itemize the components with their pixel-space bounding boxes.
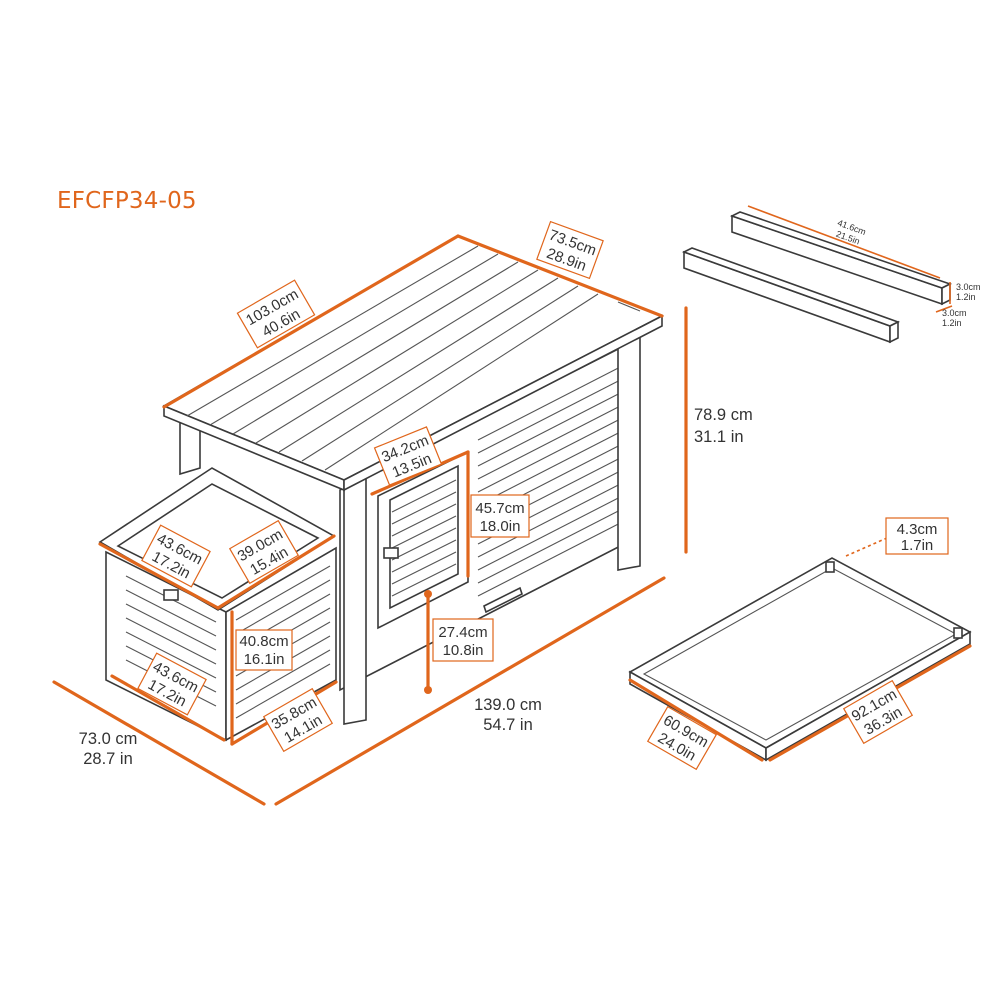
label-tray-depth: 4.3cm 1.7in bbox=[885, 517, 949, 555]
dimension-lines bbox=[52, 234, 688, 806]
label-box-side-width: 35.8cm 14.1in bbox=[262, 687, 334, 753]
svg-text:1.2in: 1.2in bbox=[956, 292, 976, 302]
label-box-lid-front: 43.6cm 17.2in bbox=[141, 524, 211, 588]
svg-text:1.2in: 1.2in bbox=[942, 318, 962, 328]
coop-drawing bbox=[98, 235, 664, 742]
label-tray-width: 60.9cm 24.0in bbox=[646, 705, 718, 771]
label-roof-depth: 73.5cm 28.9in bbox=[536, 220, 604, 280]
svg-text:28.7 in: 28.7 in bbox=[83, 750, 133, 768]
svg-text:31.1 in: 31.1 in bbox=[694, 428, 744, 446]
coop-door bbox=[377, 450, 469, 630]
front-leg bbox=[343, 472, 367, 725]
model-number: EFCFP34-05 bbox=[57, 188, 197, 214]
label-floor-clearance: 27.4cm 10.8in bbox=[432, 618, 494, 662]
svg-text:1.7in: 1.7in bbox=[901, 537, 934, 554]
label-length: 139.0 cm 54.7 in bbox=[474, 696, 542, 734]
label-door-height: 45.7cm 18.0in bbox=[470, 494, 530, 538]
svg-text:27.4cm: 27.4cm bbox=[438, 624, 487, 641]
label-perch-length: 41.6cm 21.5in bbox=[835, 218, 868, 247]
svg-text:73.0 cm: 73.0 cm bbox=[79, 730, 138, 748]
label-perch-section-b: 3.0cm 1.2in bbox=[942, 308, 967, 328]
label-box-front-width: 43.6cm 17.2in bbox=[137, 652, 207, 716]
tray bbox=[628, 533, 972, 762]
svg-text:18.0in: 18.0in bbox=[480, 518, 521, 535]
svg-text:45.7cm: 45.7cm bbox=[475, 500, 524, 517]
svg-text:3.0cm: 3.0cm bbox=[956, 282, 981, 292]
label-depth: 73.0 cm 28.7 in bbox=[79, 730, 138, 768]
svg-text:3.0cm: 3.0cm bbox=[942, 308, 967, 318]
svg-text:78.9 cm: 78.9 cm bbox=[694, 406, 753, 424]
svg-text:40.8cm: 40.8cm bbox=[239, 633, 288, 650]
back-leg bbox=[617, 330, 641, 571]
svg-text:54.7 in: 54.7 in bbox=[483, 716, 533, 734]
label-perch-section-a: 3.0cm 1.2in bbox=[956, 282, 981, 302]
label-door-width: 34.2cm 13.5in bbox=[373, 426, 443, 486]
svg-text:139.0 cm: 139.0 cm bbox=[474, 696, 542, 714]
tray-handle bbox=[483, 586, 523, 614]
svg-text:10.8in: 10.8in bbox=[443, 642, 484, 659]
label-box-height: 40.8cm 16.1in bbox=[235, 629, 293, 671]
label-height: 78.9 cm 31.1 in bbox=[694, 406, 753, 446]
perches bbox=[681, 205, 953, 344]
svg-text:4.3cm: 4.3cm bbox=[897, 521, 938, 538]
svg-text:16.1in: 16.1in bbox=[244, 651, 285, 668]
